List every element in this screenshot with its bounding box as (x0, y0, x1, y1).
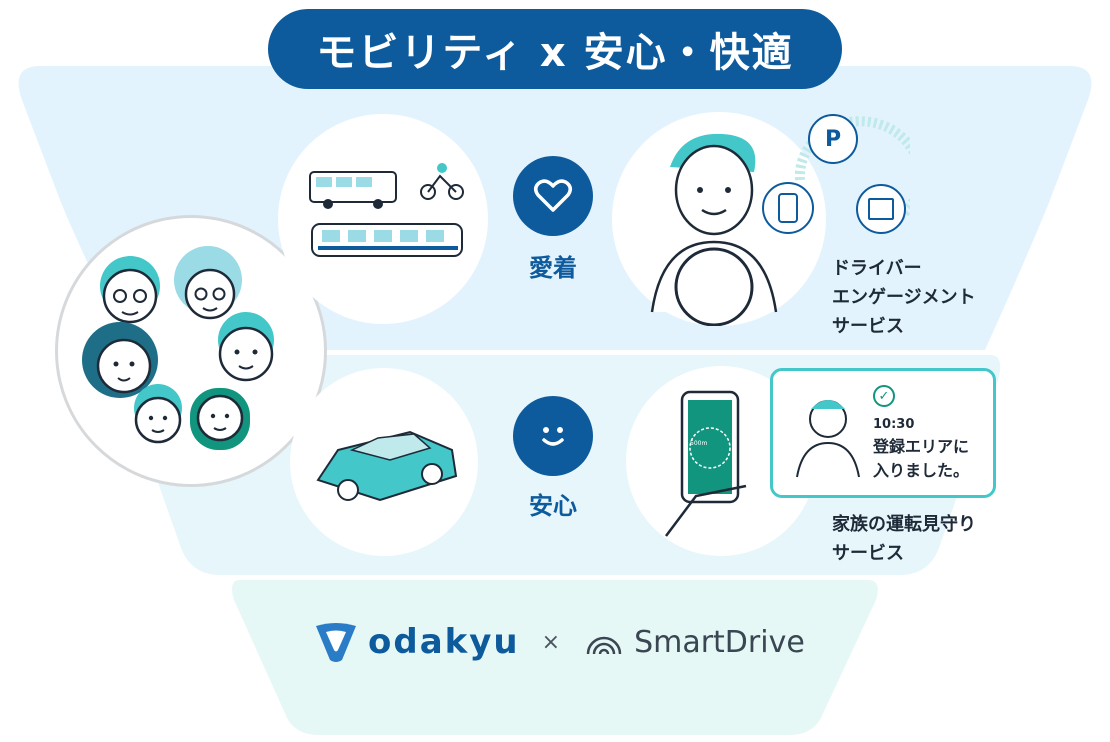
grandpa-driver-icon (796, 400, 860, 478)
odakyu-mark-icon (316, 623, 356, 662)
bike-icon (420, 163, 464, 200)
caption-line: 家族の運転見守り (832, 514, 976, 535)
notification-message: 登録エリアに 入りました。 (873, 435, 969, 483)
car-illustration (316, 430, 458, 502)
notification-line: 入りました。 (873, 461, 970, 480)
tier-notch-2 (490, 553, 570, 575)
notification-time: 10:30 (873, 417, 915, 432)
logo-separator: × (541, 629, 561, 655)
caption-line: サービス (832, 543, 904, 564)
parking-icon: P (808, 114, 858, 164)
gift-icon (856, 184, 906, 234)
grandma-face-icon (174, 246, 242, 320)
family-illustration (82, 246, 274, 450)
girl-face-icon (190, 388, 250, 450)
page-title: モビリティ x 安心・快適 (268, 9, 842, 89)
father-face-icon (218, 312, 274, 382)
caption-line: サービス (832, 316, 904, 337)
phone-icon (762, 182, 814, 234)
tier-notch-1 (490, 328, 570, 350)
phone-distance: 500m (690, 440, 708, 447)
heart-badge (513, 156, 593, 236)
caption-line: ドライバー (832, 258, 922, 279)
boy-face-icon (134, 384, 182, 444)
transit-circle (278, 114, 488, 324)
train-icon (311, 223, 463, 257)
smile-badge (513, 396, 593, 476)
logo-row: odakyu × SmartDrive (312, 612, 805, 672)
transit-illustration (309, 163, 464, 257)
tier-top-label: 愛着 (529, 254, 577, 282)
notification-line: 登録エリアに (873, 437, 970, 456)
driver-illustration (650, 133, 778, 327)
bus-icon (309, 171, 397, 209)
tier-middle-caption: 家族の運転見守り サービス (832, 510, 976, 568)
heart-icon (534, 179, 572, 212)
check-icon: ✓ (873, 385, 895, 407)
family-circle (55, 215, 327, 487)
smartdrive-logo: SmartDrive (582, 624, 805, 660)
smartdrive-wordmark: SmartDrive (634, 624, 805, 660)
notification-card: ✓ 10:30 登録エリアに 入りました。 (770, 368, 996, 498)
odakyu-logo: odakyu (312, 620, 520, 664)
tier-top-caption: ドライバー エンゲージメント サービス (832, 254, 976, 341)
odakyu-wordmark: odakyu (368, 622, 520, 662)
smile-icon (542, 427, 564, 446)
phone-illustration (665, 390, 747, 537)
smartdrive-mark-icon (586, 636, 622, 655)
tier-middle-label: 安心 (529, 492, 577, 520)
grandpa-face-icon (100, 256, 160, 324)
car-circle (290, 368, 478, 556)
bottom-band (232, 580, 878, 735)
mother-face-icon (82, 322, 158, 398)
caption-line: エンゲージメント (832, 287, 976, 308)
